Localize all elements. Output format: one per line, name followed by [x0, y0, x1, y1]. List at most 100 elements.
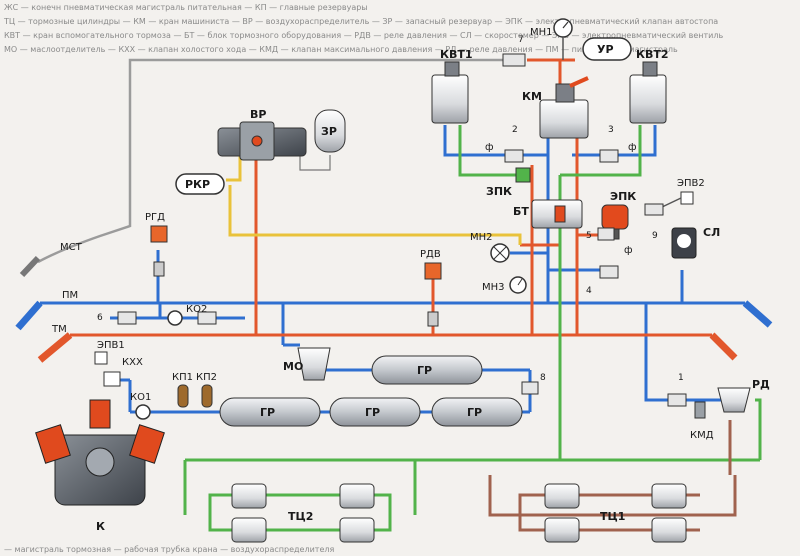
- epk-valve: ЭПК: [601, 190, 636, 240]
- pipe-rd-up: [755, 398, 762, 460]
- mn1-gauge: МН1: [530, 18, 573, 60]
- tc2-group: ТЦ2: [231, 483, 375, 543]
- pipe-tc1-ab: [518, 493, 700, 532]
- label-km: КМ: [522, 90, 542, 103]
- gr-tank-3: ГР: [431, 397, 523, 427]
- zpk-valve: ЗПК: [486, 167, 531, 198]
- pipe-vr-zr: [299, 150, 331, 171]
- num-1: 1: [678, 373, 684, 383]
- tc2-cyl-3: [231, 517, 267, 543]
- num-3: 3: [608, 125, 614, 135]
- valve-4: 4: [586, 265, 619, 296]
- num-8: 8: [540, 373, 546, 383]
- thin-pipes: [299, 150, 331, 171]
- header-line-3: КВТ — кран вспомогательного тормоза — БТ…: [4, 31, 723, 40]
- header-line-1: ЖС — конечн пневматическая магистраль пи…: [4, 3, 368, 12]
- tm-hose-left: ТМ: [37, 324, 73, 363]
- bt-block: БТ: [513, 199, 583, 229]
- label-gr-4: ГР: [467, 406, 482, 419]
- tc1-group: ТЦ1: [544, 483, 687, 543]
- label-epk: ЭПК: [610, 190, 636, 203]
- mst-hose: МСТ: [19, 242, 83, 278]
- mn2-gauge: МН2: [470, 232, 510, 263]
- compressor-k: К: [35, 399, 165, 533]
- epv2-valve: ЭПВ2: [659, 178, 705, 209]
- mo-separator: МО: [283, 347, 331, 381]
- tm-hose-right: [709, 332, 738, 361]
- sl-meter: СЛ: [671, 226, 720, 259]
- tc1-cyl-1: [544, 483, 580, 509]
- kmd-valve: КМД: [690, 401, 714, 441]
- rdv-relay: РДВ: [420, 249, 442, 327]
- gr-tank-2: ГР: [329, 397, 421, 427]
- valve-8: 8: [521, 373, 546, 395]
- num-9: 9: [652, 231, 658, 241]
- pipe-tc2-b: [300, 493, 392, 532]
- gray-pipe-main: [37, 58, 505, 264]
- tc1-cyl-4: [651, 517, 687, 543]
- label-rgd: РГД: [145, 212, 165, 223]
- gr-tank-top: ГР: [371, 355, 483, 385]
- pipe-bt-right: [546, 245, 610, 272]
- ko2-valve: КО2: [167, 304, 217, 326]
- rd-relay: РД: [717, 378, 770, 413]
- label-gr-1: ГР: [417, 364, 432, 377]
- tc2-cyl-1: [231, 483, 267, 509]
- gr-tank-1: ГР: [219, 397, 321, 427]
- label-kvt2: КВТ2: [636, 48, 669, 61]
- valve-7: 7: [502, 35, 526, 67]
- mn3-gauge: МН3: [482, 276, 527, 294]
- label-mst: МСТ: [60, 242, 83, 253]
- label-ko1: КО1: [130, 392, 151, 403]
- label-tm: ТМ: [51, 324, 67, 335]
- tc1-cyl-3: [544, 517, 580, 543]
- label-mn1: МН1: [530, 27, 553, 38]
- label-mn2: МН2: [470, 232, 493, 243]
- label-epv2: ЭПВ2: [677, 178, 705, 189]
- label-kp2: КП2: [196, 372, 217, 383]
- label-mn3: МН3: [482, 282, 505, 293]
- kvt2-valve: КВТ2: [629, 48, 669, 124]
- pipe-kvt1-zpk: [458, 125, 520, 177]
- valve-3: 3 ф: [599, 125, 637, 163]
- km-crane: КМ: [522, 76, 589, 139]
- num-6: 6: [97, 313, 103, 323]
- footer-legend: — магистраль тормозная — рабочая трубка …: [4, 545, 334, 554]
- kvt1-valve: КВТ1: [431, 48, 473, 124]
- brown-pipes: [488, 420, 737, 517]
- pipe-vr-rkr: [226, 150, 242, 182]
- label-kmd: КМД: [690, 430, 714, 441]
- label-pm: ПМ: [62, 290, 78, 301]
- tc2-cyl-4: [339, 517, 375, 543]
- pipe-tc1-loop: [488, 475, 737, 517]
- label-ko2: КО2: [186, 304, 207, 315]
- valve-9: 9: [644, 203, 664, 241]
- label-epv1: ЭПВ1: [97, 340, 125, 351]
- label-gr-2: ГР: [260, 406, 275, 419]
- kp1-valve: КП1: [172, 372, 193, 408]
- label-gr-3: ГР: [365, 406, 380, 419]
- pm-hose-right: [742, 300, 773, 328]
- pipe-kvt2-green: [560, 125, 642, 177]
- gray-pipe: [37, 58, 505, 264]
- label-vr: ВР: [250, 108, 266, 121]
- label-kp1: КП1: [172, 372, 193, 383]
- pm-hose-left: ПМ: [15, 290, 78, 331]
- yellow-pipes: [226, 150, 522, 245]
- epv1-valve: ЭПВ1: [94, 340, 125, 365]
- label-tc1: ТЦ1: [600, 510, 625, 523]
- num-2: 2: [512, 125, 518, 135]
- label-f-2: ф: [628, 142, 637, 153]
- label-sl: СЛ: [703, 226, 720, 239]
- num-5: 5: [586, 231, 592, 241]
- label-k: К: [96, 520, 105, 533]
- label-mo: МО: [283, 360, 303, 373]
- label-rdv: РДВ: [420, 249, 441, 260]
- header-line-4: МО — маслоотделитель — КХХ — клапан холо…: [4, 45, 678, 54]
- header-legend: ЖС — конечн пневматическая магистраль пи…: [3, 3, 723, 54]
- valve-6: 6: [97, 311, 137, 325]
- green-pipes: [183, 125, 762, 515]
- pipe-tc2-a: [208, 493, 300, 532]
